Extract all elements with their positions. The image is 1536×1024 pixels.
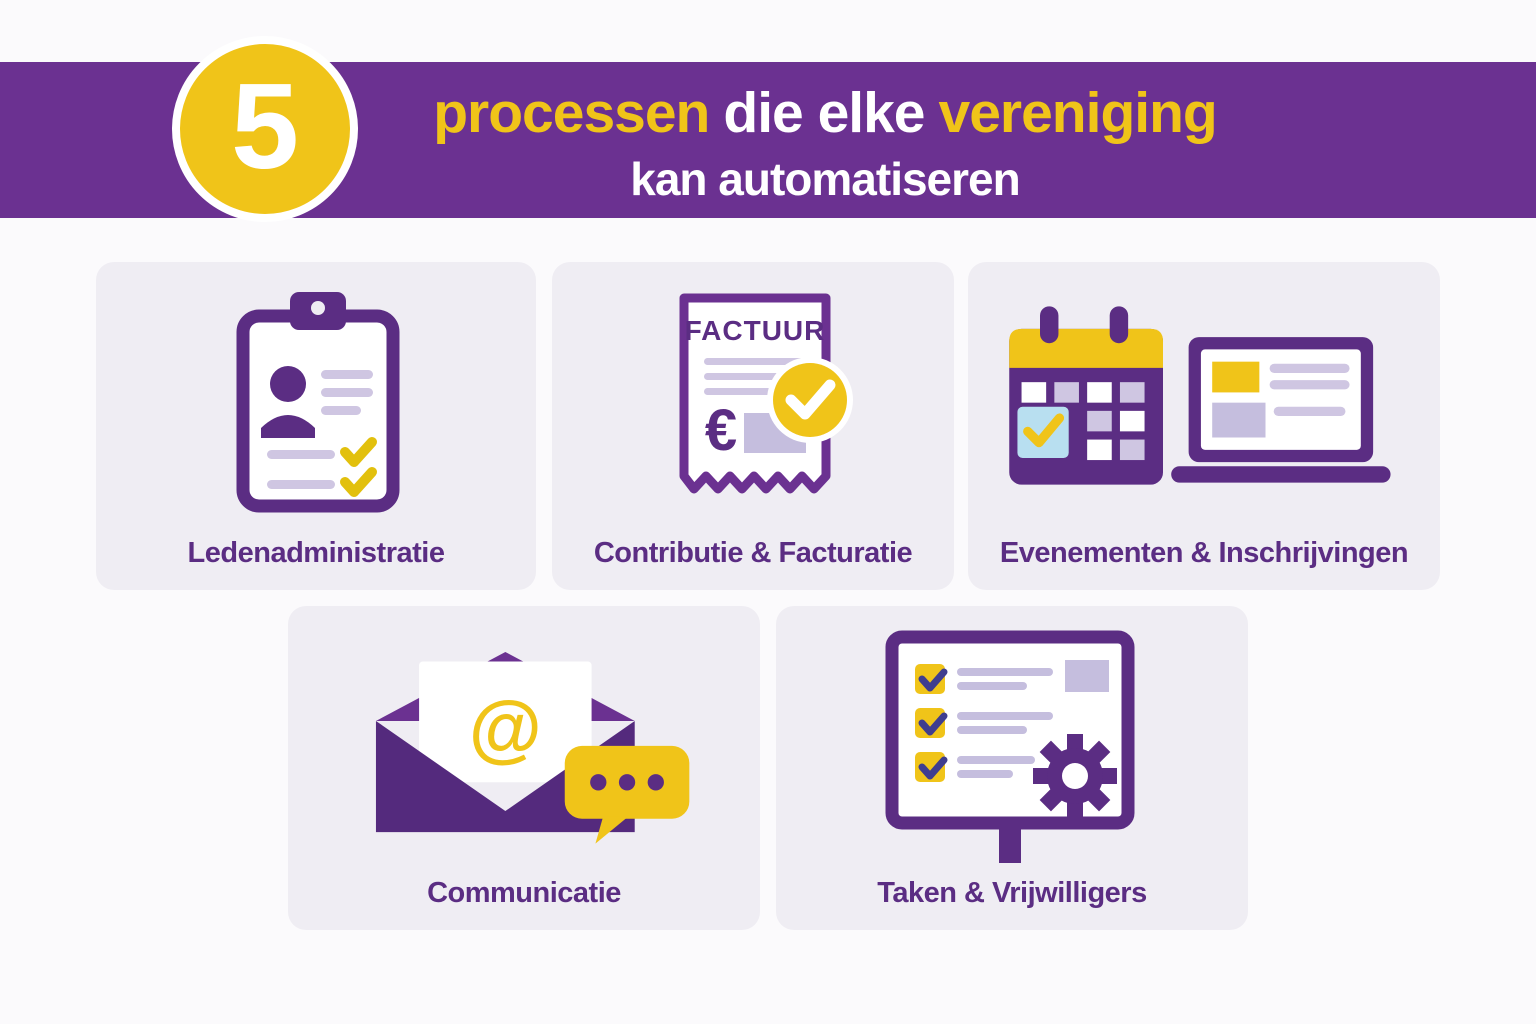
card-label-ledenadministratie: Ledenadministratie [187,537,445,569]
clipboard-member-icon [96,278,536,523]
clipboard-member-icon-svg [236,292,400,513]
card-label-communicatie: Communicatie [427,877,621,909]
title-word-vereniging: vereniging [938,81,1218,145]
title-word-processen: processen [433,81,710,145]
invoice-check-icon-svg: FACTUUR € [679,293,853,494]
card-evenementen-inschrijvingen: Evenementen & Inschrijvingen [968,262,1440,590]
envelope-chat-icon: @ [288,636,760,851]
card-label-contributie: Contributie & Facturatie [593,537,913,569]
number-badge: 5 [172,36,358,222]
invoice-title-text: FACTUUR [685,315,826,346]
title-words-die-elke: die elke [723,81,925,145]
card-label-taken: Taken & Vrijwilligers [877,877,1147,909]
card-taken-vrijwilligers: Taken & Vrijwilligers [776,606,1248,930]
card-label-evenementen: Evenementen & Inschrijvingen [999,537,1409,569]
at-symbol: @ [468,686,541,770]
card-contributie-facturatie: FACTUUR € Contributie & Facturatie [552,262,954,590]
envelope-chat-icon-svg: @ [375,651,689,844]
calendar-laptop-icon-svg [1009,306,1391,485]
card-ledenadministratie: Ledenadministratie [96,262,536,590]
invoice-check-icon: FACTUUR € [552,278,954,523]
calendar-laptop-icon [968,296,1440,496]
title-line-2: kan automatiseren [630,153,1020,205]
card-communicatie: @ Communicatie [288,606,760,930]
gear-icon [1033,734,1117,818]
task-board-gear-icon [776,622,1248,867]
task-board-gear-icon-svg [885,630,1135,863]
euro-symbol: € [705,398,737,463]
badge-number: 5 [231,58,299,194]
